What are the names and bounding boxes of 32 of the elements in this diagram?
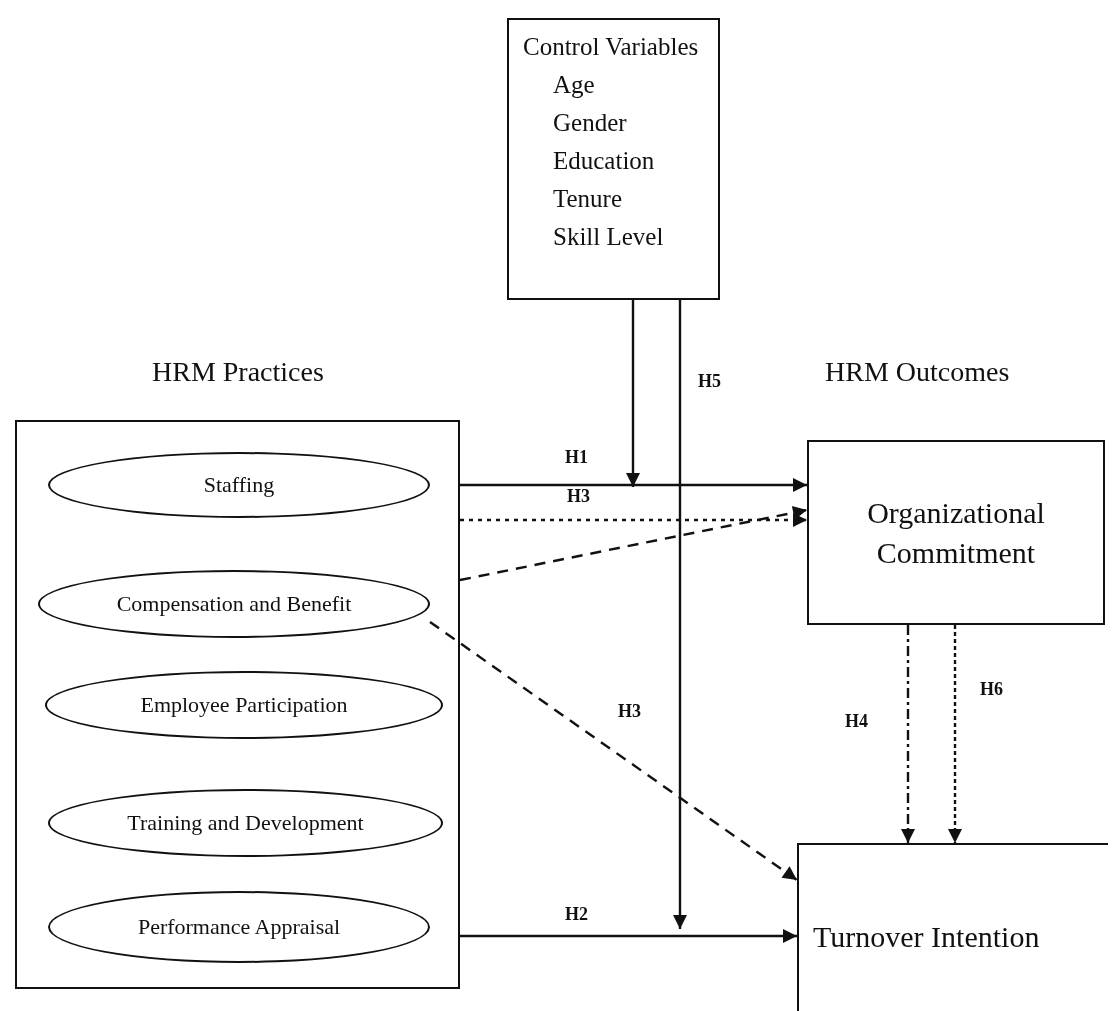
variable-name: Gender — [553, 108, 627, 138]
practice-ellipse — [38, 570, 430, 638]
arrow — [948, 625, 962, 843]
control-variables-box — [507, 18, 720, 300]
variable-name: Age — [553, 70, 595, 100]
practice-ellipse — [45, 671, 443, 739]
practice-ellipse — [48, 452, 430, 518]
outcome-box — [807, 440, 1105, 625]
variable-name: Skill Level — [553, 222, 664, 252]
arrow — [901, 625, 915, 843]
practice-ellipse — [48, 789, 443, 857]
practice-ellipse — [48, 891, 430, 963]
arrow — [460, 929, 797, 943]
arrow — [429, 621, 798, 881]
arrow — [459, 505, 808, 582]
variable-name: Education — [553, 146, 655, 176]
arrow — [673, 300, 687, 929]
box-heading: Control Variables — [523, 32, 699, 62]
practice-name: Training and Development — [127, 810, 364, 836]
practice-name: Performance Appraisal — [137, 914, 341, 940]
arrow — [460, 478, 807, 492]
practice-name: Staffing — [203, 472, 275, 498]
outcome-name: Organizational Commitment — [866, 494, 1046, 571]
outcome-box — [797, 843, 1108, 1011]
practice-name: Compensation and Benefit — [116, 591, 352, 617]
variable-name: Tenure — [553, 184, 623, 214]
arrow — [626, 300, 640, 487]
section-heading: HRM Outcomes — [825, 356, 1010, 388]
arrow — [460, 513, 807, 527]
outcome-name: Turnover Intention — [813, 919, 1040, 955]
practice-name: Employee Participation — [140, 692, 348, 718]
group-heading: HRM Practices — [152, 356, 324, 388]
